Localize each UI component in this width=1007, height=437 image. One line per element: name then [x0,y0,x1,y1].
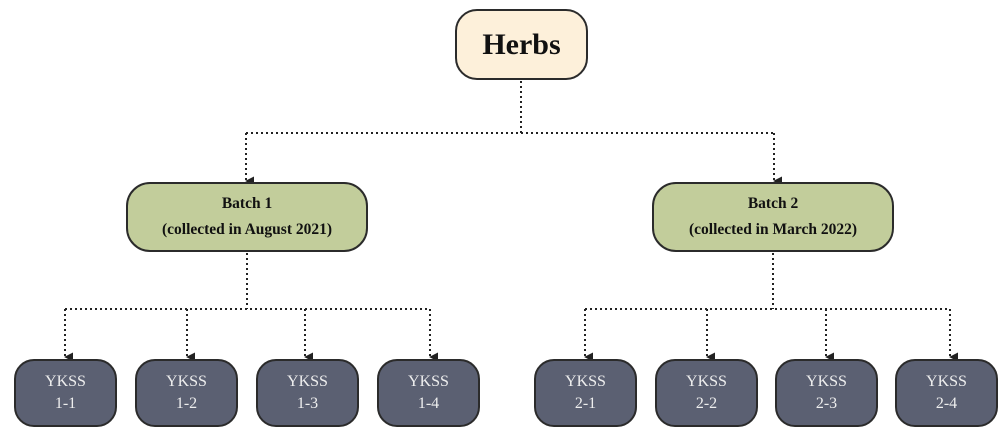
sample-node-code: YKSS [287,373,328,390]
batch-node-title: Batch 2 [747,195,799,212]
sample-node-1-2: YKSS 1-2 [135,359,238,427]
sample-node-code: YKSS [686,373,727,390]
sample-node-code: YKSS [926,373,967,390]
sample-node-id: 1-2 [175,395,198,412]
sample-node-code: YKSS [408,373,449,390]
batch-node-subtitle: (collected in August 2021) [161,221,333,238]
sample-node-code: YKSS [806,373,847,390]
sample-node-id: 2-3 [815,395,838,412]
sample-node-2-2: YKSS 2-2 [655,359,758,427]
sample-node-code: YKSS [45,373,86,390]
sample-node-2-1: YKSS 2-1 [534,359,637,427]
sample-node-id: 2-2 [695,395,718,412]
sample-node-id: 1-4 [417,395,440,412]
sample-node-1-1: YKSS 1-1 [14,359,117,427]
root-node-label: Herbs [482,27,561,61]
batch-node-title: Batch 1 [221,195,273,212]
batch-node-1: Batch 1 (collected in August 2021) [126,182,368,252]
batch-node-2: Batch 2 (collected in March 2022) [652,182,894,252]
sample-node-id: 2-1 [574,395,597,412]
sample-node-id: 2-4 [935,395,958,412]
sample-node-2-3: YKSS 2-3 [775,359,878,427]
sample-node-id: 1-1 [54,395,77,412]
sample-node-1-4: YKSS 1-4 [377,359,480,427]
sample-node-2-4: YKSS 2-4 [895,359,998,427]
batch-node-subtitle: (collected in March 2022) [688,221,858,238]
sample-node-id: 1-3 [296,395,319,412]
sample-node-code: YKSS [166,373,207,390]
root-node-herbs: Herbs [455,9,588,80]
sample-node-code: YKSS [565,373,606,390]
sample-node-1-3: YKSS 1-3 [256,359,359,427]
